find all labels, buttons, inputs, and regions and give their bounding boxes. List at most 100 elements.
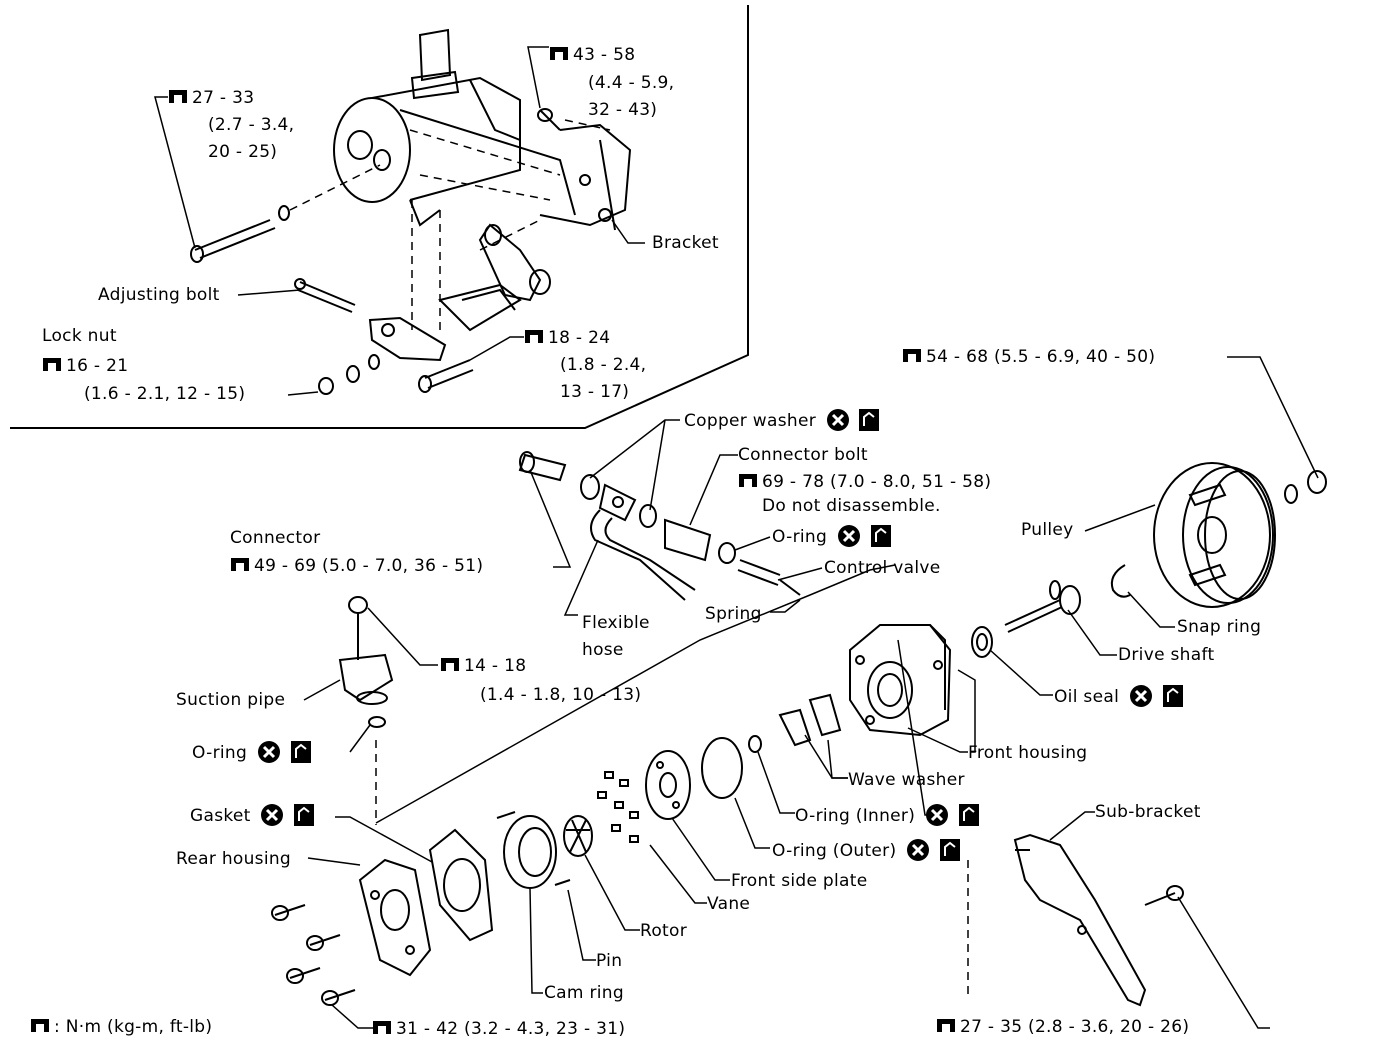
replace-x-icon — [261, 804, 284, 826]
pump-bolt-torque-line3: 20 - 25) — [208, 142, 278, 162]
lubricate-icon — [958, 804, 979, 826]
rear-housing-label: Rear housing — [176, 849, 292, 869]
replace-x-icon — [257, 741, 280, 763]
suction-torque-line1: 14 - 18 — [464, 656, 527, 676]
suction-pipe-label: Suction pipe — [176, 690, 286, 710]
connector-label: Connector — [230, 528, 321, 548]
lubricate-icon — [290, 741, 311, 763]
bracket-label: Bracket — [652, 233, 719, 253]
torque-legend: : N·m (kg-m, ft-lb) — [30, 1016, 212, 1038]
torque-wrench-icon — [30, 1018, 50, 1033]
adjusting-bolt-label: Adjusting bolt — [98, 285, 220, 305]
inset-border — [10, 5, 749, 429]
lubricate-icon — [859, 409, 880, 431]
o-ring-left-label: O-ring — [192, 740, 312, 764]
lock-nut-torque-label: 16 - 21 — [42, 355, 128, 377]
o-ring-outer-label: O-ring (Outer) — [772, 838, 961, 862]
replace-x-icon — [826, 409, 849, 431]
connector-bolt-torque-label: 69 - 78 (7.0 - 8.0, 51 - 58) — [738, 471, 991, 493]
front-side-plate-label: Front side plate — [731, 871, 868, 891]
gasket-text: Gasket — [190, 806, 251, 826]
dashed-alignment-lines — [357, 620, 969, 1000]
sub-bracket-label: Sub-bracket — [1095, 802, 1201, 822]
lubricate-icon — [294, 804, 315, 826]
rotor-label: Rotor — [640, 921, 688, 941]
replace-x-icon — [837, 525, 860, 547]
replace-x-icon — [925, 804, 948, 826]
pump-bolt-torque-label: 27 - 33 — [168, 87, 254, 109]
oil-seal-label: Oil seal — [1054, 684, 1184, 708]
control-valve-label: Control valve — [824, 558, 941, 578]
lower-bolt-torque-label: 18 - 24 — [524, 327, 610, 349]
flexible-hose-label-line2: hose — [582, 640, 624, 660]
bracket-torque-line3: 32 - 43) — [588, 100, 658, 120]
pulley-nut-torque-text: 54 - 68 (5.5 - 6.9, 40 - 50) — [926, 347, 1156, 367]
pulley-drawing — [971, 462, 1327, 658]
vane-label: Vane — [707, 894, 751, 914]
leader-lines — [154, 46, 1319, 1029]
lock-nut-label: Lock nut — [42, 326, 117, 346]
pulley-label: Pulley — [1021, 520, 1074, 540]
connector-bolt-label: Connector bolt — [738, 445, 868, 465]
torque-legend-text: : N·m (kg-m, ft-lb) — [54, 1017, 213, 1037]
torque-wrench-icon — [440, 657, 460, 672]
front-housing-label: Front housing — [968, 743, 1088, 763]
inset-dashed-lines — [289, 119, 611, 330]
torque-wrench-icon — [42, 357, 62, 372]
suction-torque-label: 14 - 18 — [440, 655, 526, 677]
bracket-torque-label: 43 - 58 — [549, 44, 635, 66]
gasket-label: Gasket — [190, 803, 315, 827]
inset-bolts — [190, 108, 561, 395]
torque-wrench-icon — [230, 557, 250, 572]
flexible-hose-label-line1: Flexible — [582, 613, 650, 633]
sub-bracket-torque-label: 27 - 35 (2.8 - 3.6, 20 - 26) — [936, 1016, 1189, 1038]
pin-label: Pin — [596, 951, 623, 971]
oil-seal-text: Oil seal — [1054, 687, 1120, 707]
pump-bolt-torque-line2: (2.7 - 3.4, — [208, 115, 295, 135]
suction-torque-line2: (1.4 - 1.8, 10 - 13) — [480, 685, 642, 705]
rear-torque-text: 31 - 42 (3.2 - 4.3, 23 - 31) — [396, 1019, 626, 1039]
torque-wrench-icon — [524, 329, 544, 344]
lower-bolt-torque-line1: 18 - 24 — [548, 328, 611, 348]
replace-x-icon — [1129, 685, 1152, 707]
pump-bolt-torque-line1: 27 - 33 — [192, 88, 255, 108]
pulley-nut-torque-label: 54 - 68 (5.5 - 6.9, 40 - 50) — [902, 346, 1155, 368]
o-ring-outer-text: O-ring (Outer) — [772, 841, 897, 861]
o-ring-left-text: O-ring — [192, 743, 248, 763]
lock-nut-torque-line2: (1.6 - 2.1, 12 - 15) — [84, 384, 246, 404]
lower-bolt-torque-line3: 13 - 17) — [560, 382, 630, 402]
cam-ring-label: Cam ring — [544, 983, 624, 1003]
connector-torque-label: 49 - 69 (5.0 - 7.0, 36 - 51) — [230, 555, 483, 577]
sub-bracket-drawing — [1013, 833, 1184, 1007]
torque-wrench-icon — [902, 348, 922, 363]
bracket-torque-line2: (4.4 - 5.9, — [588, 73, 675, 93]
torque-wrench-icon — [372, 1020, 392, 1035]
wave-washer-label: Wave washer — [848, 770, 965, 790]
snap-ring-label: Snap ring — [1177, 617, 1262, 637]
bracket-torque-line1: 43 - 58 — [573, 45, 636, 65]
spring-label: Spring — [705, 604, 762, 624]
o-ring-label: O-ring — [772, 524, 892, 548]
replace-x-icon — [907, 839, 930, 861]
hose-connector-drawing — [518, 451, 801, 601]
drive-shaft-label: Drive shaft — [1118, 645, 1215, 665]
wave-washer-drawing — [701, 693, 842, 799]
copper-washer-text: Copper washer — [684, 411, 817, 431]
torque-wrench-icon — [168, 89, 188, 104]
o-ring-text: O-ring — [772, 527, 828, 547]
connector-bolt-torque-text: 69 - 78 (7.0 - 8.0, 51 - 58) — [762, 472, 992, 492]
lubricate-icon — [939, 839, 960, 861]
torque-wrench-icon — [738, 473, 758, 488]
pump-assembly-drawing — [333, 28, 632, 362]
copper-washer-label: Copper washer — [684, 408, 880, 432]
front-housing-drawing — [849, 624, 952, 737]
o-ring-inner-label: O-ring (Inner) — [795, 803, 980, 827]
torque-wrench-icon — [549, 46, 569, 61]
lubricate-icon — [870, 525, 891, 547]
rear-torque-label: 31 - 42 (3.2 - 4.3, 23 - 31) — [372, 1018, 625, 1040]
lubricate-icon — [1162, 685, 1183, 707]
torque-wrench-icon — [936, 1018, 956, 1033]
connector-torque-text: 49 - 69 (5.0 - 7.0, 36 - 51) — [254, 556, 484, 576]
o-ring-inner-text: O-ring (Inner) — [795, 806, 916, 826]
